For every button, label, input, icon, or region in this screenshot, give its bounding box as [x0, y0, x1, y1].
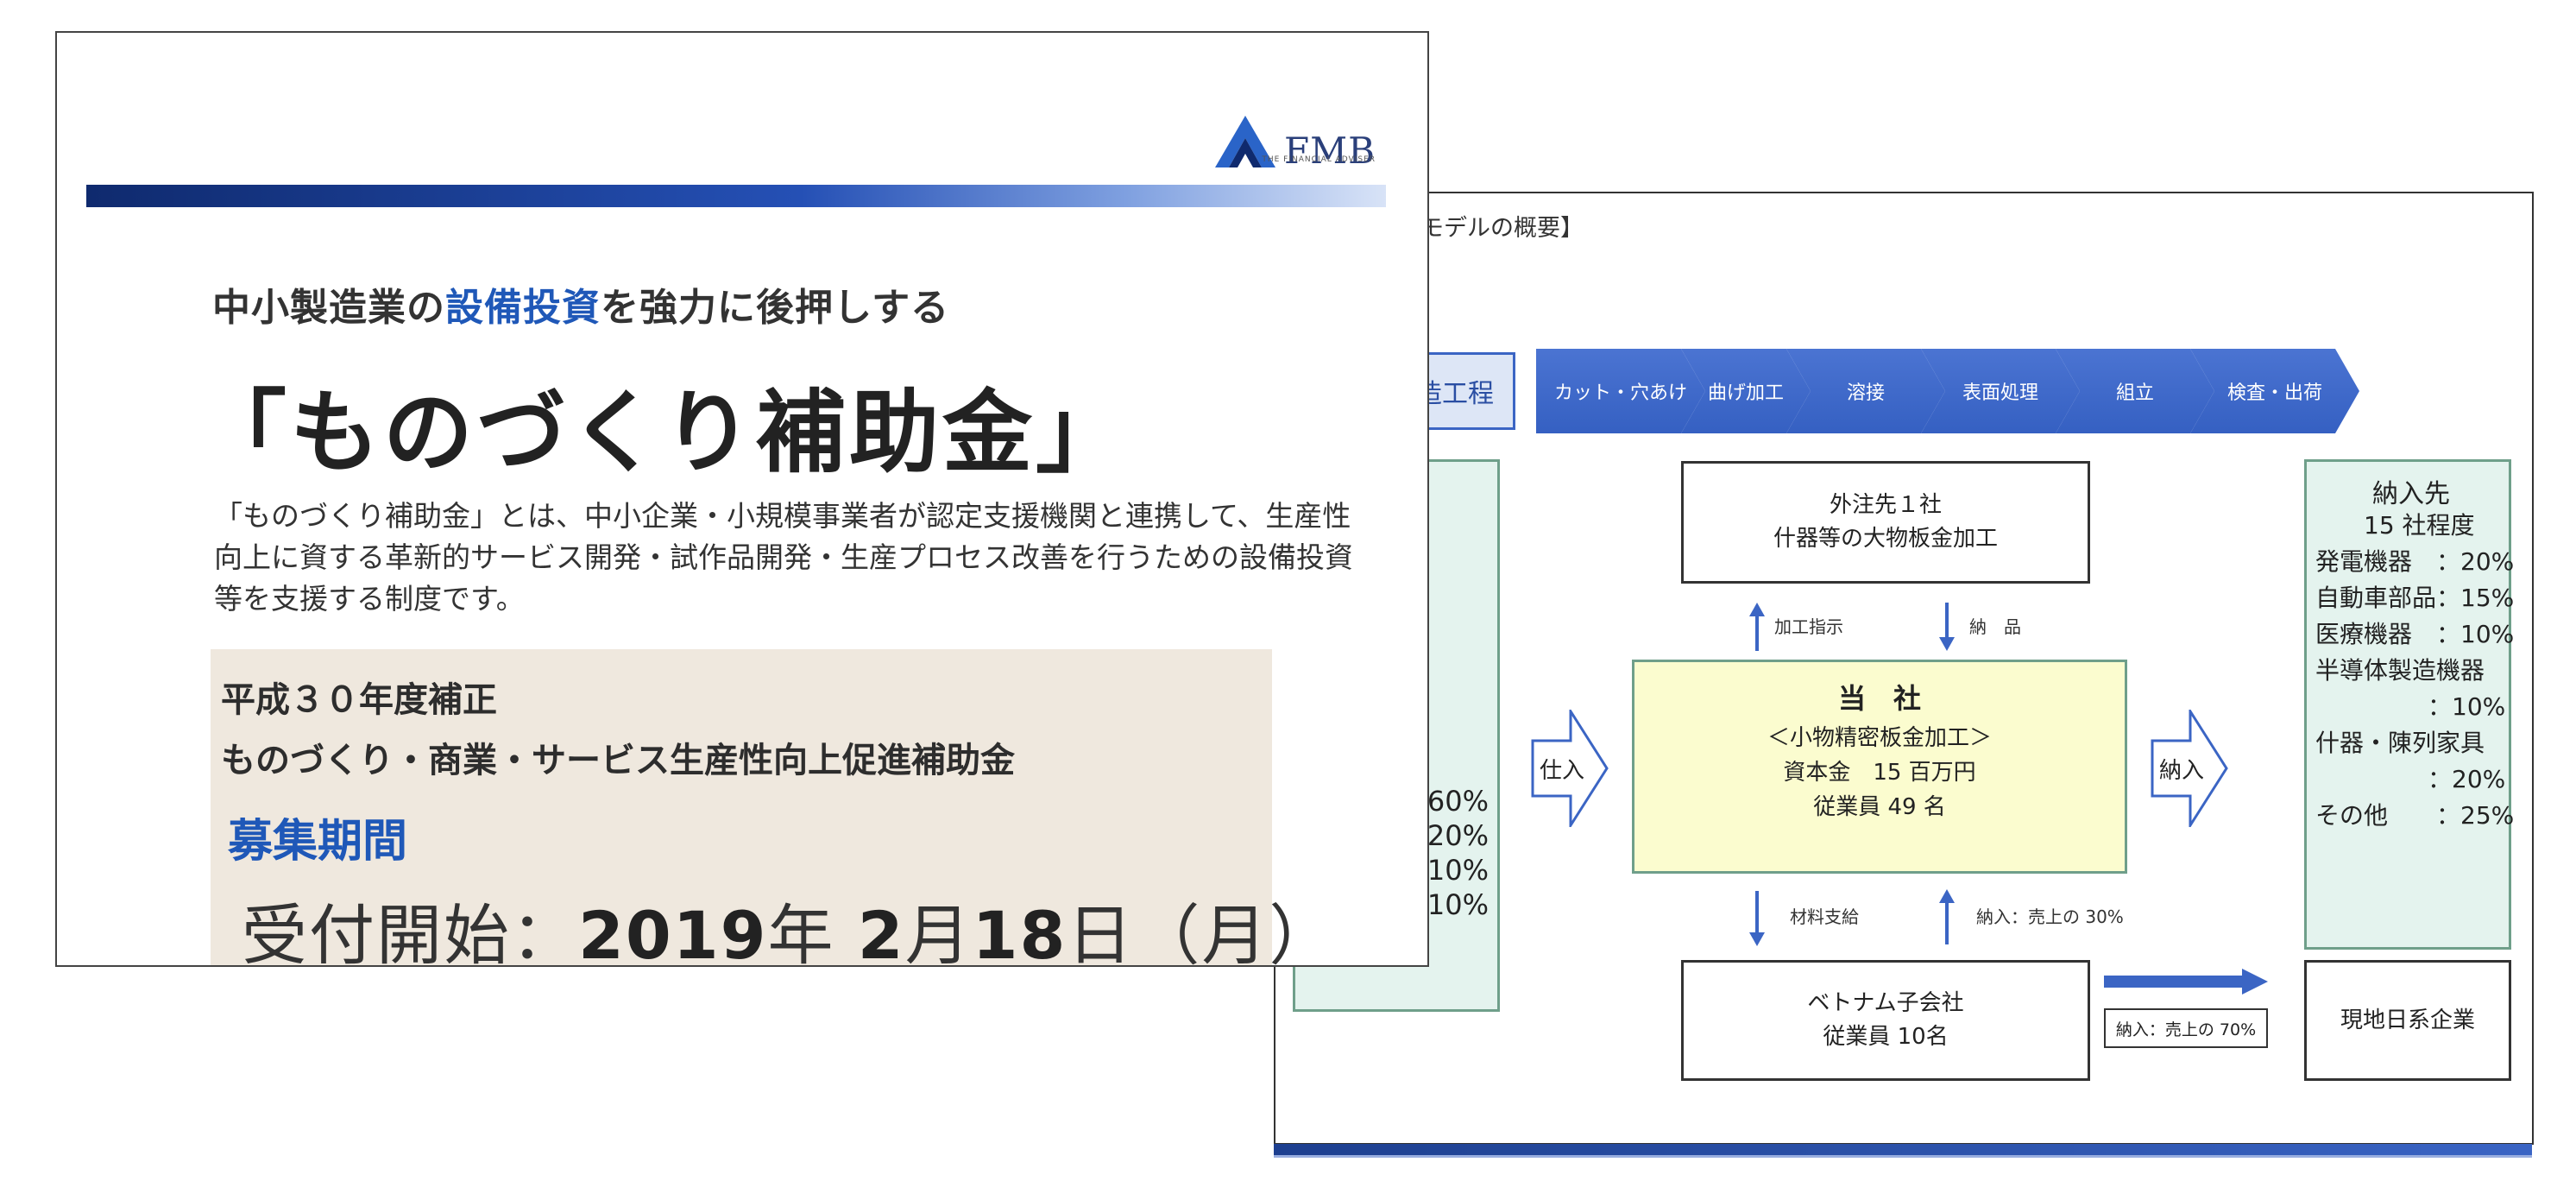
customer-line-4: 半導体製造機器: [2315, 656, 2485, 685]
company-title: 当 社: [1837, 682, 1921, 715]
subhead-post: を強力に後押しする: [601, 286, 950, 330]
customer-line-3: 医療機器 ：10%: [2315, 620, 2515, 648]
material-label: 材料支給: [1790, 906, 1859, 927]
sales30-label: 納入：売上の 30%: [1976, 906, 2124, 927]
instruct-arrow-line: [1755, 615, 1759, 651]
delivery-arrow-shape: [2151, 710, 2228, 827]
material-arrow-line: [1755, 891, 1759, 934]
supplier-percent-3: 10%: [1427, 854, 1489, 887]
process-step-weld: 溶接: [1786, 349, 1945, 433]
back-sheet-footer-bar: [1274, 1144, 2532, 1158]
customer-line-1: 発電機器 ：20%: [2315, 547, 2515, 576]
company-line1: ＜小物精密板金加工＞: [1767, 724, 1992, 751]
customer-line-2: 自動車部品：15%: [2315, 584, 2515, 612]
reception-pre: 受付開始：: [242, 897, 578, 967]
customer-title: 納入先: [2372, 479, 2450, 509]
company-line3: 従業員 49 名: [1813, 794, 1946, 821]
customer-count: 15 社程度: [2364, 511, 2475, 540]
header-bar: [86, 185, 1386, 207]
export-arrow: [2104, 969, 2268, 995]
outsource-box: 外注先１社 什器等の大物板金加工: [1681, 461, 2090, 584]
subheadline: 中小製造業の設備投資を強力に後押しする: [212, 276, 949, 332]
customer-line-6: 什器・陳列家具: [2315, 729, 2485, 757]
process-step-surface: 表面処理: [1921, 349, 2080, 433]
customer-line-5: ：10%: [2428, 692, 2506, 721]
reception-month: 2: [857, 897, 905, 967]
vietnam-subsidiary-box: ベトナム子会社 従業員 10名: [1681, 960, 2090, 1081]
delivery-arrow: 納入: [2151, 710, 2228, 827]
reception-day: 18: [972, 897, 1068, 967]
purchase-arrow-shape: [1531, 710, 1609, 827]
local-company-label: 現地日系企業: [2340, 1007, 2475, 1033]
purchase-arrow: 仕入: [1531, 710, 1609, 827]
program-line-1: 平成３０年度補正: [221, 680, 497, 720]
business-model-sheet: モデルの概要】 造工程 カット・穴あけ 曲げ加工 溶接 表面処理 組立 検査・出…: [1274, 192, 2534, 1145]
process-step-assemble: 組立: [2056, 349, 2214, 433]
customer-line-7: ：20%: [2428, 765, 2506, 793]
reception-day-unit: 日（月）: [1067, 897, 1337, 967]
logo-tagline: THE FINANCIAL ADVISER: [1262, 155, 1376, 164]
description: 「ものづくり補助金」とは、中小企業・小規模事業者が認定支援機関と連携して、生産性…: [214, 499, 1353, 616]
deliver-arrow-line: [1945, 603, 1949, 639]
vietnam-title: ベトナム子会社: [1807, 990, 1964, 1016]
vietnam-desc: 従業員 10名: [1823, 1024, 1949, 1050]
company-line2: 資本金 15 百万円: [1783, 759, 1976, 786]
program-info-panel: 平成３０年度補正 ものづくり・商業・サービス生産性向上促進補助金 募集期間 受付…: [211, 649, 1334, 965]
reception-month-unit: 月: [904, 897, 973, 967]
material-arrow-head: [1749, 932, 1765, 946]
logo-wordmark: FMB: [1283, 129, 1376, 172]
process-step-cut: カット・穴あけ: [1536, 349, 1705, 433]
reception-year: 2019: [578, 897, 768, 967]
supplier-percent-2: 20%: [1427, 819, 1489, 852]
sales70-label: 納入：売上の 70%: [2104, 1008, 2268, 1048]
program-line-2: ものづくり・商業・サービス生産性向上促進補助金: [221, 741, 1015, 780]
subhead-highlight: 設備投資: [445, 286, 601, 330]
reception-year-unit: 年: [767, 897, 858, 967]
reception-start: 受付開始：2019年 2月18日（月）: [242, 882, 1337, 967]
outsource-desc: 什器等の大物板金加工: [1773, 526, 1998, 552]
instruct-arrow-head: [1749, 603, 1765, 616]
subsidy-flyer: FMB THE FINANCIAL ADVISER 中小製造業の設備投資を強力に…: [55, 31, 1429, 967]
logo-triangle-icon: [1214, 116, 1275, 167]
company-box: 当 社 ＜小物精密板金加工＞ 資本金 15 百万円 従業員 49 名: [1632, 660, 2127, 874]
outsource-title: 外注先１社: [1829, 492, 1942, 518]
customer-line-8: その他 ：25%: [2315, 801, 2515, 830]
sales30-arrow-line: [1945, 901, 1949, 944]
subhead-pre: 中小製造業の: [212, 286, 445, 330]
main-title: 「ものづくり補助金」: [197, 380, 1130, 485]
supplier-percent-4: 10%: [1427, 888, 1489, 921]
supplier-percent-1: 60%: [1427, 785, 1489, 818]
delivery-arrow-label: 納入: [2159, 757, 2205, 784]
instruct-label: 加工指示: [1774, 616, 1843, 637]
purchase-arrow-label: 仕入: [1540, 757, 1585, 784]
recruit-period-label: 募集期間: [228, 816, 408, 868]
customer-box: 納入先 15 社程度 発電機器 ：20% 自動車部品：15% 医療機器 ：10%…: [2304, 459, 2515, 950]
fmb-logo: FMB THE FINANCIAL ADVISER: [1213, 114, 1376, 169]
process-step-inspect: 検査・出荷: [2190, 349, 2359, 433]
section-title: モデルの概要】: [1420, 215, 1584, 242]
sales30-arrow-head: [1939, 889, 1955, 903]
local-company-box: 現地日系企業: [2304, 960, 2511, 1081]
deliver-label: 納 品: [1969, 616, 2021, 637]
deliver-arrow-head: [1939, 637, 1955, 651]
